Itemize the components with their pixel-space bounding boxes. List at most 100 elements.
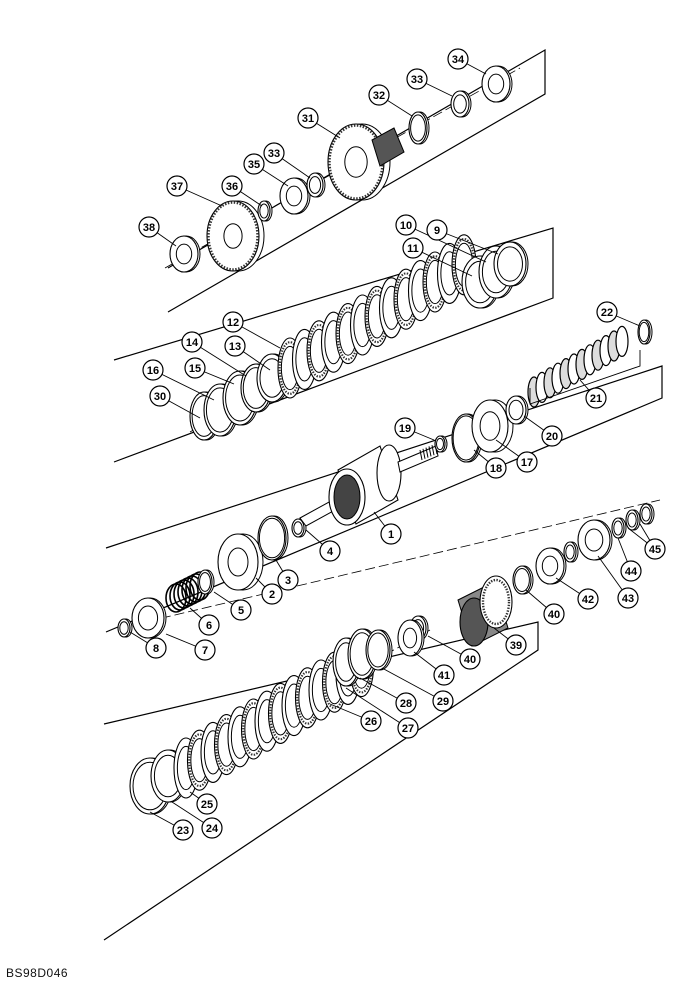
callout-number: 23 — [177, 825, 189, 837]
panel-2-outline — [113, 227, 554, 463]
callout-number: 31 — [302, 113, 314, 125]
callout-circle — [243, 153, 265, 175]
ring-45b — [639, 503, 655, 525]
callout-40: 40 — [543, 603, 565, 625]
clutch-drum-1 — [299, 443, 439, 527]
callout-circle — [541, 425, 563, 447]
callout-circle — [380, 523, 402, 545]
snap-ring-22 — [637, 319, 653, 345]
callout-circle — [319, 540, 341, 562]
callout-3: 3 — [277, 569, 299, 591]
callout-number: 28 — [400, 698, 412, 710]
callout-10: 10 — [395, 214, 417, 236]
callout-circle — [263, 142, 285, 164]
callout-12: 12 — [222, 311, 244, 333]
callout-number: 10 — [400, 220, 412, 232]
callout-34: 34 — [447, 48, 469, 70]
callout-number: 34 — [452, 54, 465, 66]
callout-number: 45 — [649, 544, 661, 556]
ring-29 — [365, 629, 393, 671]
leader-line-16 — [152, 369, 215, 401]
snap-ring-5 — [197, 569, 215, 595]
callout-5: 5 — [230, 599, 252, 621]
callout-number: 32 — [373, 90, 385, 102]
callout-14: 14 — [181, 331, 203, 353]
callout-9: 9 — [426, 219, 448, 241]
callout-44: 44 — [620, 560, 642, 582]
callout-circle — [596, 301, 618, 323]
callout-circle — [184, 357, 206, 379]
callout-33: 33 — [406, 68, 428, 90]
leader-line-27 — [345, 687, 409, 729]
callout-number: 9 — [434, 225, 440, 237]
callout-33: 33 — [263, 142, 285, 164]
seal-ring-19 — [434, 435, 448, 453]
callout-2: 2 — [261, 583, 283, 605]
callout-circle — [402, 237, 424, 259]
callout-circle — [145, 637, 167, 659]
callout-number: 6 — [206, 620, 212, 632]
callout-8: 8 — [145, 637, 167, 659]
callout-number: 37 — [171, 181, 183, 193]
callout-number: 8 — [153, 643, 159, 655]
bracket-21 — [529, 350, 641, 405]
callout-number: 43 — [622, 593, 634, 605]
callout-27: 27 — [397, 717, 419, 739]
callout-number: 26 — [365, 716, 377, 728]
bearing-43 — [577, 519, 613, 561]
callout-circle — [395, 214, 417, 236]
callout-number: 21 — [590, 393, 602, 405]
callout-circle — [585, 387, 607, 409]
callout-26: 26 — [360, 710, 382, 732]
bearing-42 — [535, 547, 567, 585]
callout-number: 5 — [238, 605, 244, 617]
callout-circle — [368, 84, 390, 106]
callout-circle — [485, 457, 507, 479]
callout-number: 7 — [202, 645, 208, 657]
bearing-34 — [481, 65, 513, 103]
callout-6: 6 — [198, 614, 220, 636]
callout-number: 44 — [625, 566, 638, 578]
callout-18: 18 — [485, 457, 507, 479]
callout-41: 41 — [433, 664, 455, 686]
callout-circle — [222, 311, 244, 333]
leader-line-10 — [405, 224, 487, 263]
leader-line-9 — [436, 229, 499, 255]
ring-43a — [563, 541, 579, 563]
snap-ring-32 — [408, 111, 430, 145]
callout-number: 27 — [402, 723, 414, 735]
callout-circle — [198, 614, 220, 636]
bearing-38 — [169, 235, 201, 273]
callout-circle — [406, 68, 428, 90]
callout-number: 13 — [229, 341, 241, 353]
callout-circle — [543, 603, 565, 625]
callout-7: 7 — [194, 639, 216, 661]
callout-circle — [172, 819, 194, 841]
callout-number: 30 — [154, 391, 166, 403]
callout-number: 40 — [464, 654, 476, 666]
leader-line-29 — [381, 667, 444, 702]
callout-38: 38 — [138, 216, 160, 238]
callout-number: 33 — [268, 148, 280, 160]
callout-circle — [166, 175, 188, 197]
snap-ring-8 — [117, 618, 133, 638]
callout-circle — [432, 690, 454, 712]
callout-circle — [138, 216, 160, 238]
parts-layer — [117, 65, 655, 815]
callout-circle — [142, 359, 164, 381]
callout-32: 32 — [368, 84, 390, 106]
ring-20 — [505, 395, 529, 425]
callout-circle — [394, 417, 416, 439]
callout-number: 38 — [143, 222, 155, 234]
callout-21: 21 — [585, 387, 607, 409]
callout-circle — [201, 817, 223, 839]
callout-25: 25 — [196, 793, 218, 815]
callout-number: 16 — [147, 365, 159, 377]
callout-number: 3 — [285, 575, 291, 587]
callout-circle — [617, 587, 639, 609]
callout-number: 14 — [186, 337, 199, 349]
callout-circle — [196, 793, 218, 815]
callout-4: 4 — [319, 540, 341, 562]
ring-45a — [625, 509, 641, 531]
